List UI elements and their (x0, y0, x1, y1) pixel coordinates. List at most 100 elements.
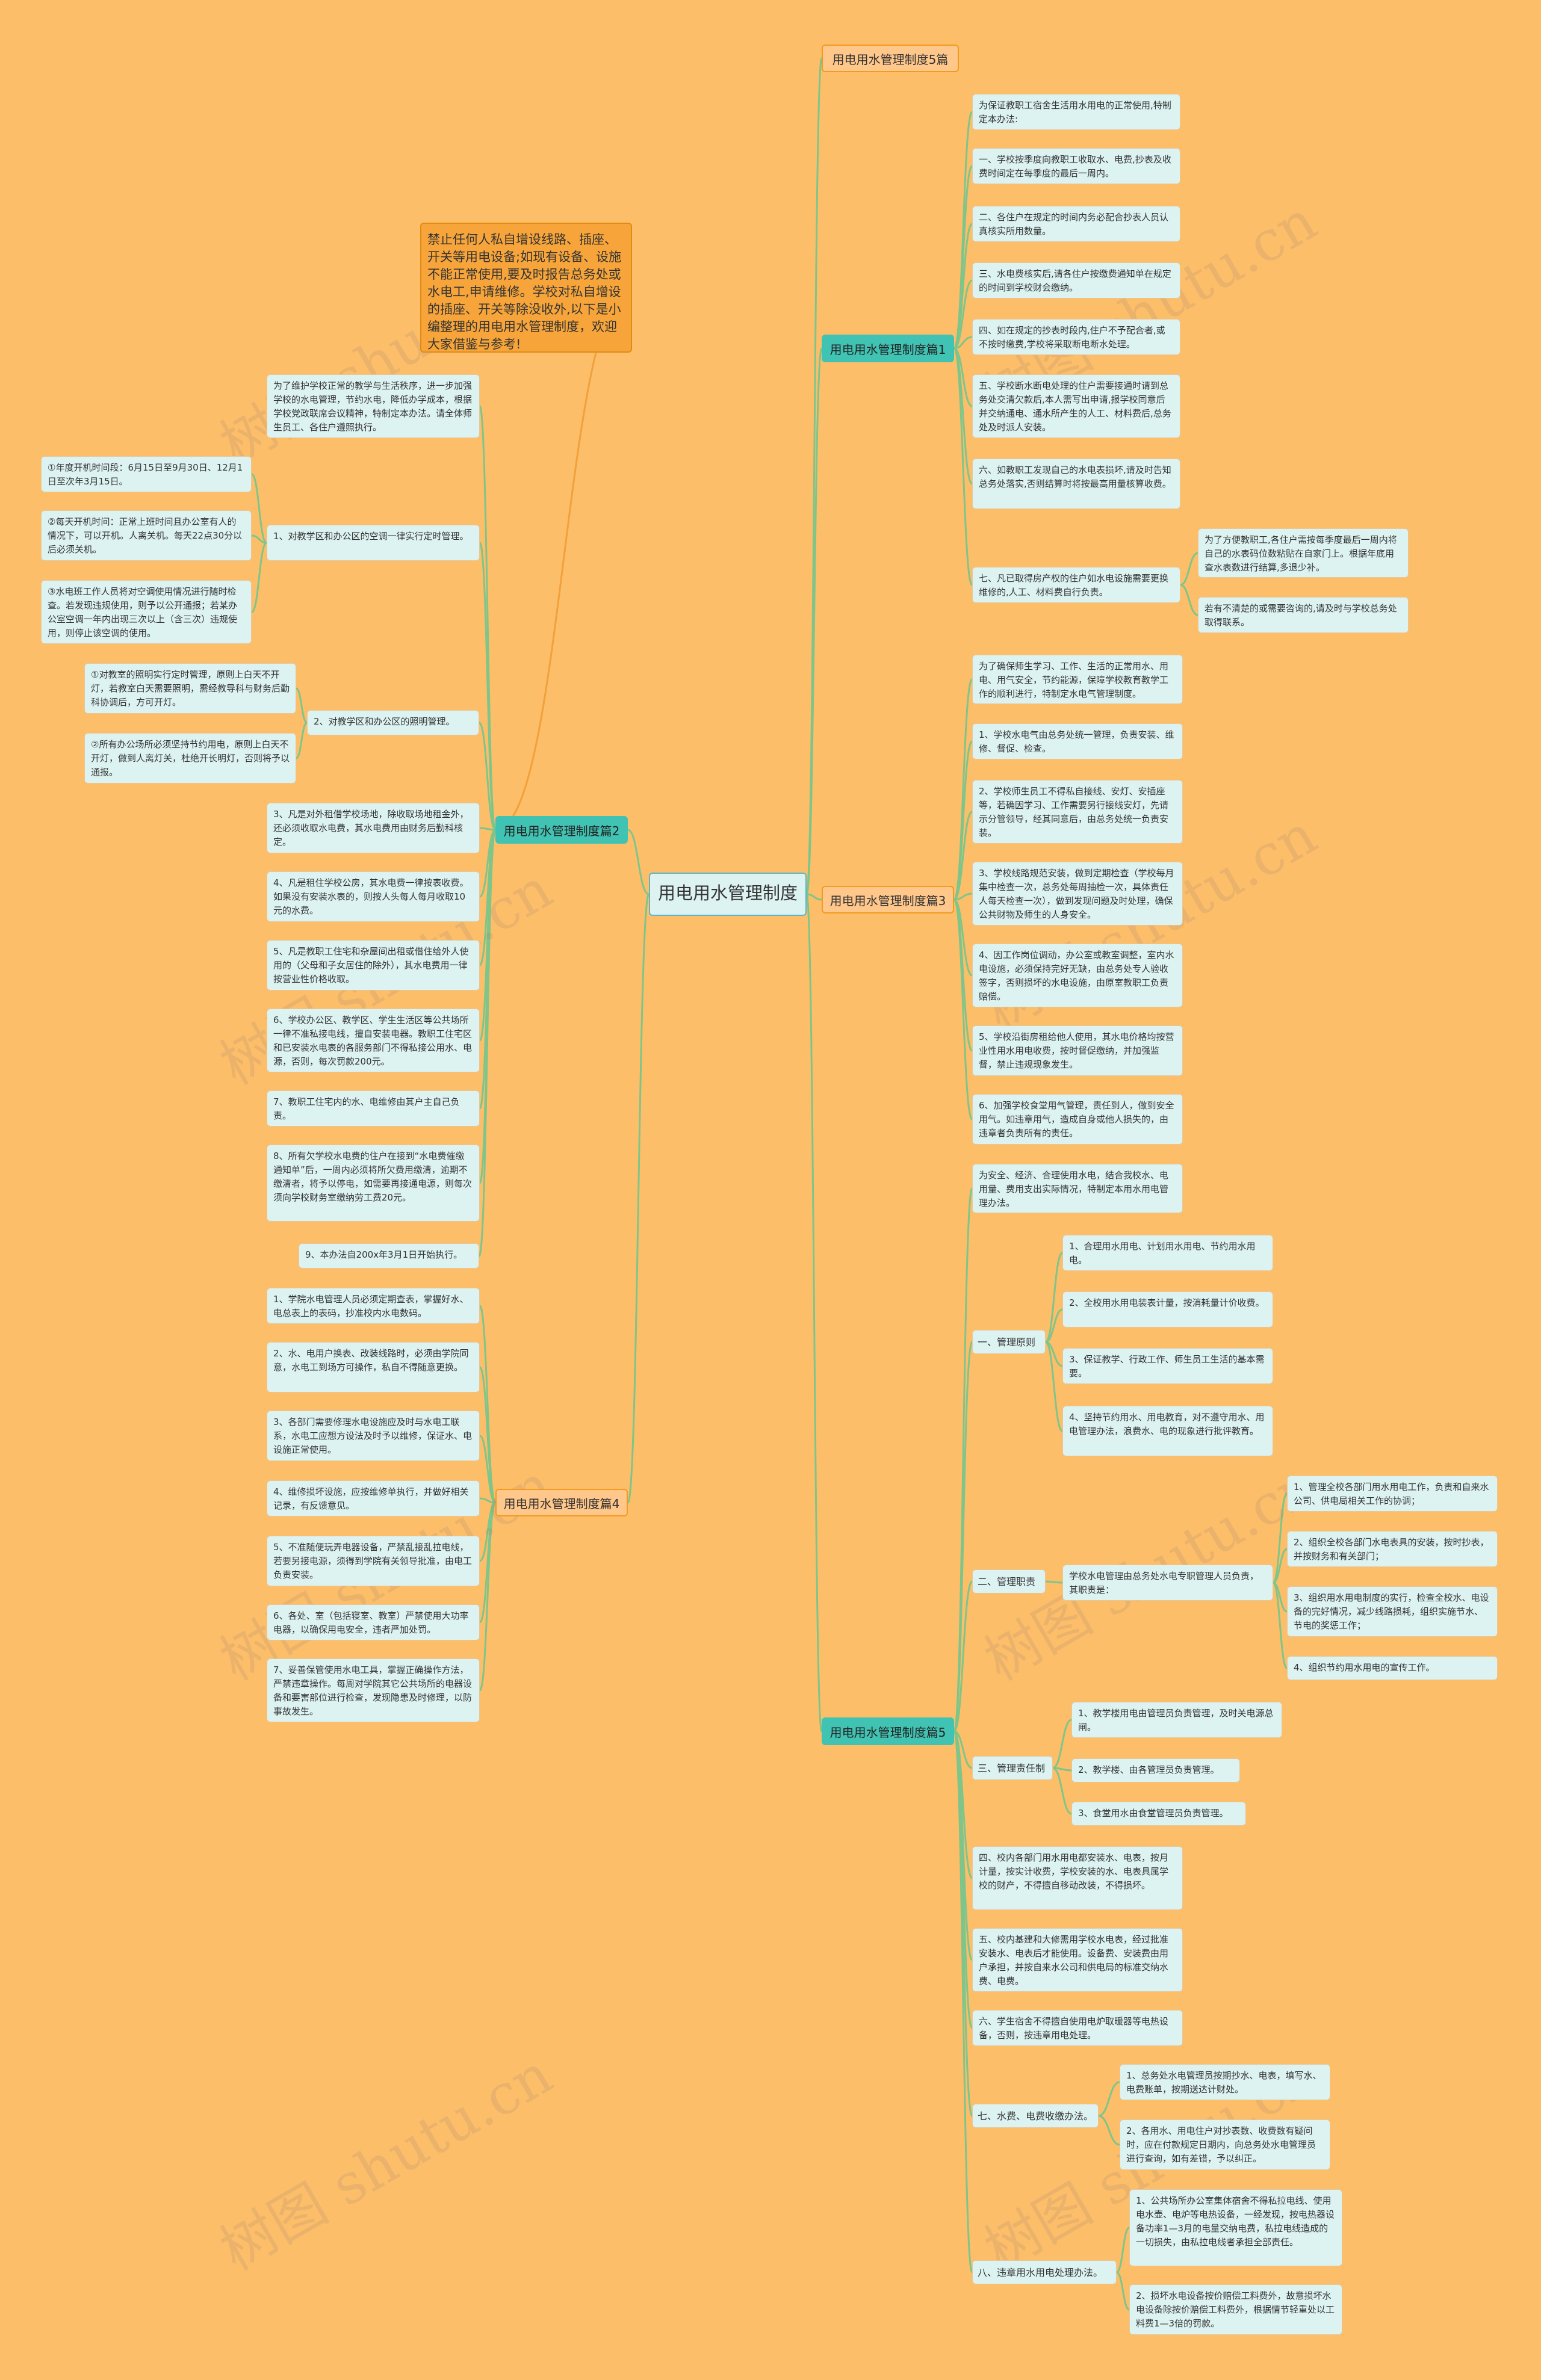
part5-section-2a-item-3[interactable]: 3、组织用水用电制度的实行，检查全校水、电设备的完好情况，减少线路损耗，组织实施… (1287, 1586, 1498, 1637)
root-topic[interactable]: 用电用水管理制度 (649, 873, 807, 916)
part5-section-2a[interactable]: 学校水电管理由总务处水电专职管理人员负责，其职责是： (1062, 1565, 1273, 1601)
part4-item-3[interactable]: 3、各部门需要修理水电设施应及时与水电工联系，水电工应想方设法及时予以维修，保证… (267, 1411, 480, 1461)
connector (805, 57, 823, 895)
branch-part1[interactable]: 用电用水管理制度篇1 (822, 335, 954, 362)
part5-section-7a[interactable]: 1、总务处水电管理员按期抄水、电表，填写水、电费账单，按期送达计财处。 (1120, 2064, 1330, 2100)
part5-section-2[interactable]: 二、管理职责 (972, 1569, 1046, 1593)
part5-section-7b[interactable]: 2、各用水、用电住户对抄表数、收费数有疑问时，应在付款规定日期内，向总务处水电管… (1120, 2119, 1330, 2170)
connector (953, 811, 973, 901)
part4-item-6[interactable]: 6、各处、室（包括寝室、教室）严禁使用大功率电器，以确保用电安全，违者严加处罚。 (267, 1604, 480, 1640)
connector (479, 542, 497, 831)
part1-item-5[interactable]: 五、学校断水断电处理的住户需要接通时请到总务处交清欠款后,本人需写出申请,报学校… (972, 374, 1180, 438)
part5-section-2a-item-1[interactable]: 1、管理全校各部门用水用电工作，负责和自来水公司、供电局相关工作的协调； (1287, 1476, 1498, 1512)
part5-item-4[interactable]: 四、校内各部门用水用电都安装水、电表，按月计量，按实计收费，学校安装的水、电表具… (972, 1846, 1183, 1910)
connector (478, 829, 497, 1257)
part2-item-2[interactable]: 2、对教学区和办公区的照明管理。 (307, 710, 479, 735)
part2-item-1b[interactable]: ②每天开机时间：正常上班时间且办公室有人的情况下，可以开机。人离关机。每天22点… (41, 510, 252, 561)
part3-item-3[interactable]: 3、学校线路规范安装，做到定期检查（学校每月集中检查一次，总务处每周抽检一次，具… (972, 862, 1183, 926)
part1-item-7[interactable]: 七、凡已取得房产权的住户如水电设施需要更换维修的,人工、材料费自行负责。 (972, 567, 1180, 603)
branch-part5[interactable]: 用电用水管理制度篇5 (822, 1717, 954, 1745)
connector (627, 829, 650, 895)
part3-item-4[interactable]: 4、因工作岗位调动，办公室或教室调整，室内水电设施，必须保持完好无缺，由总务处专… (972, 944, 1183, 1007)
part2-item-9[interactable]: 9、本办法自200x年3月1日开始执行。 (299, 1243, 479, 1269)
part5-section-2a-item-4[interactable]: 4、组织节约用水用电的宣传工作。 (1287, 1656, 1498, 1680)
part5-section-3a[interactable]: 1、教学楼用电由管理员负责管理，及时关电源总闸。 (1071, 1702, 1282, 1738)
connector (1098, 2115, 1120, 2146)
branch-part2[interactable]: 用电用水管理制度篇2 (495, 816, 628, 844)
part5-item-0[interactable]: 为安全、经济、合理使用水电，结合我校水、电用量、费用支出实际情况，特制定本用水用… (972, 1164, 1183, 1213)
part2-item-0[interactable]: 为了维护学校正常的教学与生活秩序，进一步加强学校的水电管理，节约水电，降低办学成… (267, 374, 480, 438)
connector (953, 279, 973, 350)
part2-item-5[interactable]: 5、凡是教职工住宅和杂屋间出租或借住给外人使用的（父母和子女居住的除外），其水电… (267, 940, 480, 991)
connector (1045, 1308, 1063, 1343)
part2-item-1a[interactable]: ①年度开机时间段：6月15日至9月30日、12月1日至次年3月15日。 (41, 456, 252, 492)
part1-item-2[interactable]: 二、各住户在规定的时间内务必配合抄表人员认真核实所用数量。 (972, 206, 1180, 242)
part4-item-7[interactable]: 7、妥善保管使用水电工具，掌握正确操作方法，严禁违章操作。每周对学院其它公共场所… (267, 1658, 480, 1722)
part2-item-8[interactable]: 8、所有欠学校水电费的住户在接到“水电费催缴通知单”后，一周内必须将所欠费用缴清… (267, 1145, 480, 1222)
connector (953, 1730, 973, 1769)
part2-item-2a[interactable]: ①对教室的照明实行定时管理，原则上白天不开灯，若教室白天需要照明，需经教导科与财… (84, 663, 296, 714)
part1-item-7a[interactable]: 为了方便教职工,各住户需按每季度最后一周内将自己的水表码位数粘贴在自家门上。根据… (1198, 528, 1409, 578)
part2-item-6[interactable]: 6、学校办公区、教学区、学生生活区等公共场所一律不准私接电线，擅自安装电器。教职… (267, 1009, 480, 1072)
connector (478, 722, 497, 831)
part4-item-4[interactable]: 4、维修损坏设施，应按维修单执行，并做好相关记录，有反馈意见。 (267, 1480, 480, 1516)
connector (806, 893, 822, 901)
part1-item-7b[interactable]: 若有不清楚的或需要咨询的,请及时与学校总务处取得联系。 (1198, 597, 1409, 633)
connector (1272, 1581, 1288, 1669)
part5-item-6[interactable]: 六、学生宿舍不得擅自使用电炉取暖器等电热设备，否则，按违章用电处理。 (972, 2010, 1183, 2046)
part5-item-5[interactable]: 五、校内基建和大修需用学校水电表，经过批准安装水、电表后才能使用。设备费、安装费… (972, 1928, 1183, 1992)
connector (805, 347, 823, 895)
part3-item-5[interactable]: 5、学校沿街房租给他人使用，其水电价格均按营业性用水用电收费，按时督促缴纳，并加… (972, 1025, 1183, 1076)
part4-item-5[interactable]: 5、不准随便玩弄电器设备，严禁乱接乱拉电线，若要另接电源，须得到学院有关领导批准… (267, 1536, 480, 1586)
connector (805, 893, 823, 1732)
intro-note[interactable]: 禁止任何人私自增设线路、插座、开关等用电设备;如现有设备、设施不能正常使用,要及… (420, 223, 632, 353)
part1-item-4[interactable]: 四、如在规定的抄表时段内,住户不予配合者,或不按时缴费,学校将采取断电断水处理。 (972, 319, 1180, 355)
part3-item-1[interactable]: 1、学校水电气由总务处统一管理，负责安装、维修、督促、检查。 (972, 723, 1183, 759)
connector (250, 473, 268, 544)
connector (250, 542, 268, 613)
part3-item-2[interactable]: 2、学校师生员工不得私自接线、安灯、安插座等，若确因学习、工作需要另行接线安灯，… (972, 780, 1183, 844)
part1-item-3[interactable]: 三、水电费核实后,请各住户按缴费通知单在规定的时间到学校财会缴纳。 (972, 262, 1180, 298)
part1-item-6[interactable]: 六、如教职工发现自己的水电表损坏,请及时告知总务处落实,否则结算时将按最高用量核… (972, 459, 1180, 509)
part5-section-8a[interactable]: 1、公共场所办公室集体宿舍不得私拉电线、使用电水壶、电炉等电热设备，一经发现，按… (1129, 2189, 1342, 2266)
part5-section-1[interactable]: 一、管理原则 (972, 1330, 1046, 1354)
part5-section-3c[interactable]: 3、食堂用水由食堂管理员负责管理。 (1071, 1802, 1246, 1826)
part5-section-8[interactable]: 八、违章用水用电处理办法。 (972, 2260, 1117, 2284)
part3-item-0[interactable]: 为了确保师生学习、工作、生活的正常用水、用电、用气安全，节约能源，保障学校教育教… (972, 655, 1183, 704)
branch-part3[interactable]: 用电用水管理制度篇3 (822, 886, 954, 913)
part4-item-1[interactable]: 1、学院水电管理人员必须定期查表，掌握好水、电总表上的表码，抄准校内水电数码。 (267, 1288, 480, 1324)
part4-item-2[interactable]: 2、水、电用户换表、改装线路时，必须由学院同意，水电工到场方可操作，私自不得随意… (267, 1342, 480, 1392)
part5-section-3b[interactable]: 2、教学楼、由各管理员负责管理。 (1071, 1758, 1240, 1782)
connector (479, 1435, 496, 1504)
connector (1052, 1767, 1072, 1815)
part2-item-3[interactable]: 3、凡是对外租借学校场地，除收取场地租金外，还必须收取水电费，其水电费用由财务后… (267, 803, 480, 853)
branch-part4[interactable]: 用电用水管理制度篇4 (495, 1489, 628, 1516)
part5-section-2a-item-2[interactable]: 2、组织全校各部门水电表具的安装，按时抄表，并按财务和有关部门； (1287, 1531, 1498, 1567)
part5-section-1c[interactable]: 3、保证教学、行政工作、师生员工生活的基本需要。 (1062, 1348, 1273, 1384)
part1-item-1[interactable]: 一、学校按季度向教职工收取水、电费,抄表及收费时间定在每季度的最后一周内。 (972, 148, 1180, 184)
connector (953, 1580, 973, 1732)
part2-item-1[interactable]: 1、对教学区和办公区的空调一律实行定时管理。 (267, 525, 480, 561)
part2-item-1c[interactable]: ③水电班工作人员将对空调使用情况进行随时检查。若发现违规使用，则予以公开通报；若… (41, 580, 252, 644)
part5-section-1a[interactable]: 1、合理用水用电、计划用水用电、节约用水用电。 (1062, 1235, 1273, 1271)
part5-section-7[interactable]: 七、水费、电费收缴办法。 (972, 2104, 1099, 2128)
connector (1272, 1492, 1288, 1584)
connector (1273, 1548, 1288, 1584)
part2-item-7[interactable]: 7、教职工住宅内的水、电维修由其户主自己负责。 (267, 1090, 480, 1127)
part3-item-6[interactable]: 6、加强学校食堂用气管理，责任到人，做到安全用气。如违章用气，造成自身或他人损失… (972, 1094, 1183, 1145)
part1-item-0[interactable]: 为保证教职工宿舍生活用水用电的正常使用,特制定本办法: (972, 94, 1180, 130)
connector (479, 405, 497, 831)
part5-section-1b[interactable]: 2、全校用水用电装表计量，按消耗量计价收费。 (1062, 1291, 1273, 1328)
connector (296, 722, 308, 759)
part2-item-4[interactable]: 4、凡是租住学校公房，其水电费一律按表收费。如果没有安装水表的，则按人头每人每月… (267, 871, 480, 922)
connector (953, 223, 973, 350)
part5-section-8b[interactable]: 2、损坏水电设备按价赔偿工料费外，故意损坏水电设备除按价赔偿工料费外，根据情节轻… (1129, 2284, 1342, 2335)
part5-section-3[interactable]: 三、管理责任制 (972, 1756, 1053, 1780)
branch-summary[interactable]: 用电用水管理制度5篇 (822, 45, 959, 72)
part5-section-1d[interactable]: 4、坚持节约用水、用电教育，对不遵守用水、用电管理办法，浪费水、电的现象进行批评… (1062, 1406, 1273, 1456)
part2-item-2b[interactable]: ②所有办公场所必须坚持节约用电，原则上白天不开灯，做到人离灯关，杜绝开长明灯，否… (84, 733, 296, 784)
connector (1116, 2271, 1130, 2311)
connector (953, 678, 973, 901)
